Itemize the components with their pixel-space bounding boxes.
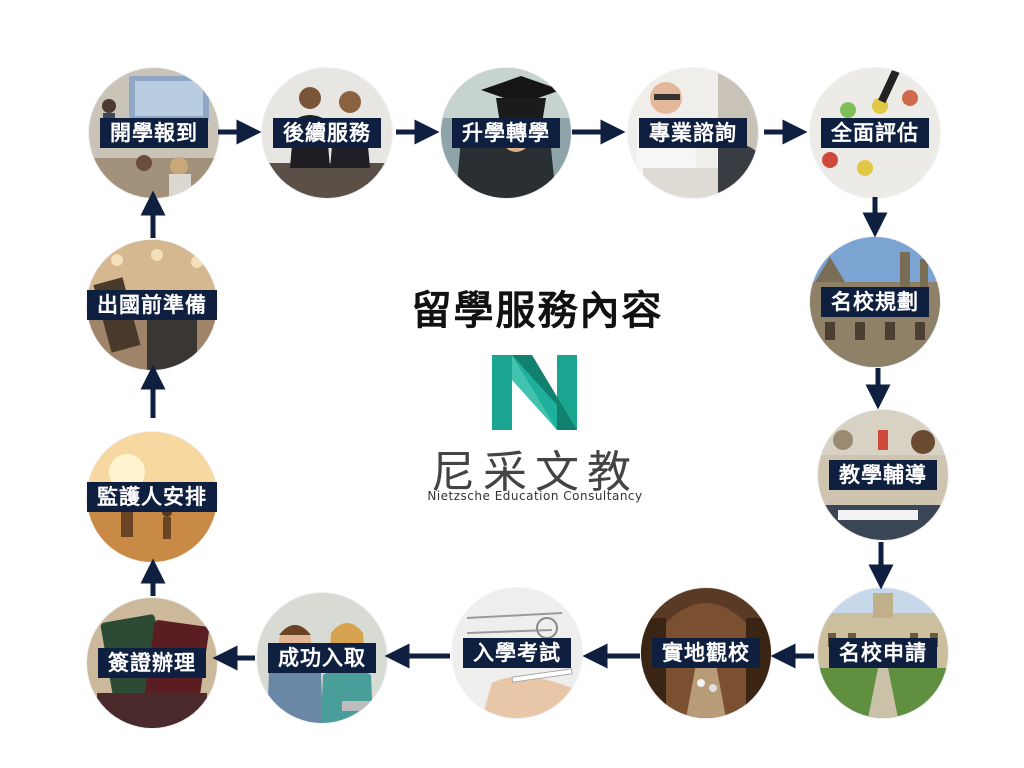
brand-name-chinese: 尼采文教 xyxy=(431,447,639,498)
step-label: 入學考試 xyxy=(463,638,571,668)
step-label: 開學報到 xyxy=(100,118,208,148)
step-label: 實地觀校 xyxy=(652,638,760,668)
step-comprehensive-assessment: 全面評估 xyxy=(810,68,940,198)
step-pre-departure-prep: 出國前準備 xyxy=(87,240,217,370)
step-label: 專業諮詢 xyxy=(639,118,747,148)
step-label: 教學輔導 xyxy=(829,460,937,490)
step-label: 出國前準備 xyxy=(87,290,217,320)
step-entrance-exam: 入學考試 xyxy=(452,588,582,718)
step-further-study-transfer: 升學轉學 xyxy=(441,68,571,198)
step-follow-up-service: 後續服務 xyxy=(262,68,392,198)
step-admission-success: 成功入取 xyxy=(257,593,387,723)
step-guardian-arrangement: 監護人安排 xyxy=(87,432,217,562)
step-professional-consulting: 專業諮詢 xyxy=(628,68,758,198)
step-label: 名校規劃 xyxy=(821,287,929,317)
step-label: 後續服務 xyxy=(273,118,381,148)
step-label: 簽證辦理 xyxy=(98,648,206,678)
step-label: 成功入取 xyxy=(268,643,376,673)
happy-kids-photo xyxy=(257,593,387,723)
step-school-application: 名校申請 xyxy=(818,588,948,718)
step-enrollment: 開學報到 xyxy=(89,68,219,198)
step-label: 升學轉學 xyxy=(452,118,560,148)
step-label: 名校申請 xyxy=(829,638,937,668)
step-tutoring: 教學輔導 xyxy=(818,410,948,540)
diagram-title: 留學服務內容 xyxy=(411,288,664,334)
brand-name-english: Nietzsche Education Consultancy xyxy=(427,489,643,503)
step-label: 全面評估 xyxy=(821,118,929,148)
step-campus-visit: 實地觀校 xyxy=(641,588,771,718)
step-school-planning: 名校規劃 xyxy=(810,237,940,367)
step-label: 監護人安排 xyxy=(87,482,217,512)
nietzsche-logo-icon xyxy=(487,350,582,435)
step-visa-processing: 簽證辦理 xyxy=(87,598,217,728)
